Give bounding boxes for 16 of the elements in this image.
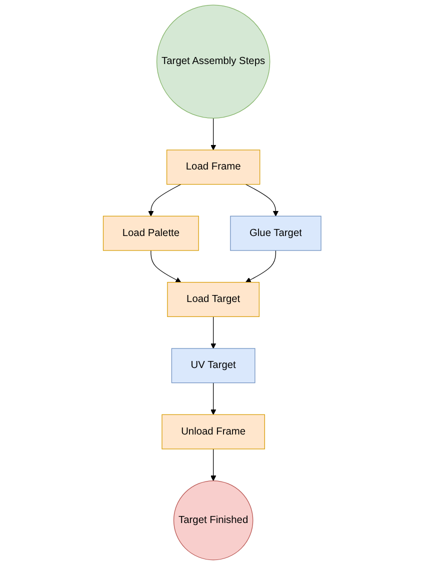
arrow <box>210 118 216 150</box>
arrow <box>210 316 216 349</box>
node-circle: Target Finished <box>174 480 254 560</box>
node-box: UV Target <box>172 348 256 384</box>
arrow <box>210 382 216 415</box>
node-box: Load Frame <box>166 150 261 185</box>
arrow <box>246 184 279 216</box>
arrow <box>246 250 276 283</box>
node-box: Load Target <box>168 282 260 317</box>
arrow <box>148 184 182 216</box>
node-box: Load Palette <box>103 216 200 251</box>
node-circle: Target Assembly Steps <box>156 4 271 118</box>
node-box: Glue Target <box>230 216 322 251</box>
node-box: Unload Frame <box>162 414 266 450</box>
arrow <box>210 448 216 482</box>
arrow <box>150 250 182 283</box>
